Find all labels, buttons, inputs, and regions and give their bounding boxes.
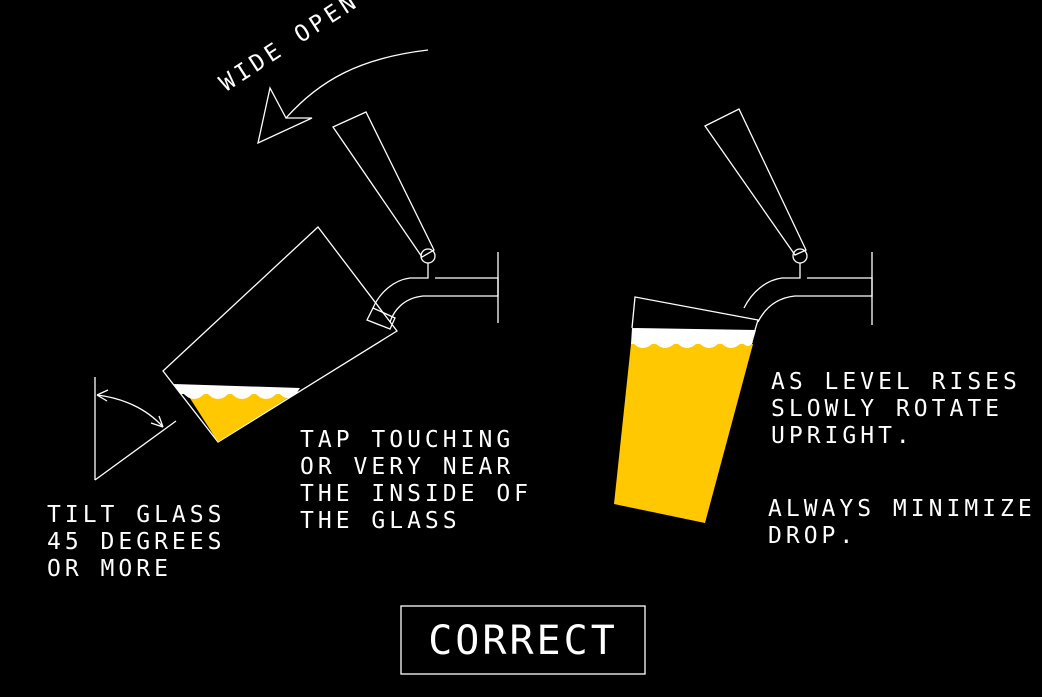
tap-touching-line-3: THE INSIDE OF bbox=[300, 481, 532, 507]
wide-open-label: WIDE OPEN bbox=[215, 0, 364, 97]
level-rises-line-1: AS LEVEL RISES bbox=[771, 369, 1021, 395]
left-faucet bbox=[366, 248, 499, 330]
level-rises-line-2: SLOWLY ROTATE bbox=[771, 396, 1003, 422]
tilt-glass-line-2: 45 DEGREES bbox=[47, 529, 225, 555]
tilt-glass-line-1: TILT GLASS bbox=[47, 502, 225, 528]
right-faucet bbox=[743, 248, 873, 325]
wide-open-arrow bbox=[257, 49, 429, 145]
level-rises-line-3: UPRIGHT. bbox=[771, 423, 914, 449]
tilted-glass-beer bbox=[174, 384, 300, 442]
upright-glass bbox=[614, 296, 759, 523]
tilt-glass-line-3: OR MORE bbox=[47, 556, 172, 582]
right-tap-handle bbox=[704, 108, 807, 256]
tilted-glass bbox=[162, 226, 398, 443]
minimize-drop-line-1: ALWAYS MINIMIZE bbox=[768, 496, 1036, 522]
minimize-drop-line-2: DROP. bbox=[768, 523, 857, 549]
tap-touching-line-2: OR VERY NEAR bbox=[300, 454, 514, 480]
verdict-box: CORRECT bbox=[400, 605, 646, 675]
angle-indicator bbox=[94, 377, 177, 481]
tap-touching-line-4: THE GLASS bbox=[300, 508, 461, 534]
verdict-label: CORRECT bbox=[428, 618, 618, 664]
tap-touching-line-1: TAP TOUCHING bbox=[300, 427, 514, 453]
left-tap-handle bbox=[332, 111, 435, 258]
